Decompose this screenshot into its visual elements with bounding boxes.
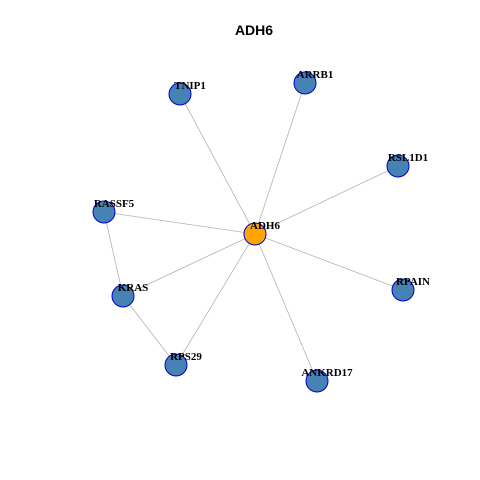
edge-kras-rps29 (122, 295, 177, 366)
edge-adh6-kras (122, 233, 256, 297)
node-label-ankrd17: ANKRD17 (301, 367, 353, 379)
edge-adh6-rpain (254, 233, 404, 291)
edge-adh6-rps29 (175, 233, 256, 366)
node-tnip1 (168, 82, 192, 106)
node-label-rpain: RPAIN (396, 276, 430, 288)
node-label-rassf5: RASSF5 (94, 198, 135, 210)
node-ankrd17 (305, 369, 329, 393)
edge-adh6-rassf5 (103, 211, 256, 235)
node-kras (111, 284, 135, 308)
node-adh6 (243, 222, 267, 246)
edge-rassf5-kras (103, 211, 124, 297)
node-label-arrb1: ARRB1 (297, 69, 334, 81)
node-label-rps29: RPS29 (170, 351, 202, 363)
diagram-title: ADH6 (235, 22, 273, 38)
node-rassf5 (92, 200, 116, 224)
node-layer (92, 71, 415, 393)
edge-adh6-rsl1d1 (254, 165, 399, 235)
node-rpain (391, 278, 415, 302)
edge-adh6-tnip1 (179, 93, 256, 235)
node-label-adh6: ADH6 (250, 220, 280, 232)
node-arrb1 (293, 71, 317, 95)
edge-layer (103, 82, 404, 382)
node-rps29 (164, 353, 188, 377)
node-rsl1d1 (386, 154, 410, 178)
node-label-rsl1d1: RSL1D1 (388, 152, 428, 164)
edge-adh6-arrb1 (254, 82, 306, 235)
node-label-kras: KRAS (118, 282, 149, 294)
node-label-tnip1: TNIP1 (174, 80, 206, 92)
edge-adh6-ankrd17 (254, 233, 318, 382)
